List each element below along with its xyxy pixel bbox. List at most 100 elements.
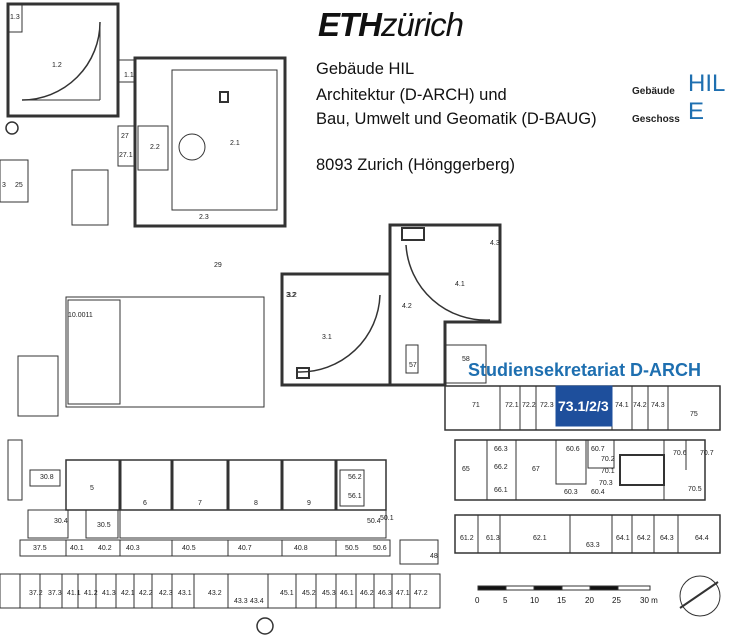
eth-logo: ETHzürich — [318, 6, 464, 43]
room-label: 70.7 — [700, 450, 714, 457]
room-label: 43.3 — [234, 598, 248, 605]
room-label: 1.3 — [10, 14, 20, 21]
room-label: 3.2 — [287, 292, 297, 299]
room-label: 40.5 — [182, 545, 196, 552]
wall-block-2 — [133, 56, 287, 228]
room-label: 74.1 — [615, 402, 629, 409]
room-label: 70.3 — [599, 480, 613, 487]
room-label: 56.2 — [348, 474, 362, 481]
room-label: 43.1 — [178, 590, 192, 597]
room-label: 46.3 — [378, 590, 392, 597]
room-label: 61.2 — [460, 535, 474, 542]
room-label: 43.2 — [208, 590, 222, 597]
room-label: 50.1 — [380, 515, 394, 522]
room-label: 45.1 — [280, 590, 294, 597]
room-label: 45.3 — [322, 590, 336, 597]
wall-bottom-row — [0, 573, 441, 609]
room-label: 64.2 — [637, 535, 651, 542]
highlight-room — [555, 385, 613, 427]
scale-tick-label: 15 — [557, 596, 566, 605]
room-label: 2.3 — [199, 214, 209, 221]
room-label: 62.1 — [533, 535, 547, 542]
room-label: 1.2 — [52, 62, 62, 69]
room-label: 9 — [307, 500, 311, 507]
room-label: 30.4 — [54, 518, 68, 525]
room-label: 2.2 — [150, 144, 160, 151]
room-label: 64.4 — [695, 535, 709, 542]
room-label: 40.7 — [238, 545, 252, 552]
header-line-2: Architektur (D-ARCH) und — [316, 86, 507, 104]
room-label: 66.1 — [494, 487, 508, 494]
room-label: 50.6 — [373, 545, 387, 552]
room-label: 58 — [462, 356, 470, 363]
room-label: 67 — [532, 466, 540, 473]
room-label: 10.0011 — [68, 312, 93, 319]
room-label: 66.3 — [494, 446, 508, 453]
room-label: 72.1 — [505, 402, 519, 409]
room-label: 45.2 — [302, 590, 316, 597]
north-arrow — [679, 575, 721, 617]
room-label: 3 — [2, 182, 6, 189]
room-label: 50.5 — [345, 545, 359, 552]
room-label: 3.2 — [286, 292, 296, 299]
room-label: 30.5 — [97, 522, 111, 529]
room-label: 61.3 — [486, 535, 500, 542]
room-label: 46.1 — [340, 590, 354, 597]
room-label: 37.2 — [29, 590, 43, 597]
scale-tick-label: 10 — [530, 596, 539, 605]
floor-label: Geschoss — [632, 114, 680, 125]
room-label: 8 — [254, 500, 258, 507]
highlight-room-label: 73.1/2/3 — [558, 398, 609, 414]
scale-tick-label: 30 m — [640, 596, 658, 605]
room-label: 3.1 — [322, 334, 332, 341]
room-label: 72.2 — [522, 402, 536, 409]
room-label: 64.3 — [660, 535, 674, 542]
office-name: Studiensekretariat D-ARCH — [468, 360, 702, 380]
wall-east-middle — [454, 439, 706, 501]
scale-tick-label: 0 — [475, 596, 480, 605]
wall-south-block — [65, 459, 387, 511]
room-label: 41.2 — [84, 590, 98, 597]
room-label: 37.3 — [48, 590, 62, 597]
room-label: 64.1 — [616, 535, 630, 542]
room-label: 37.5 — [33, 545, 47, 552]
room-label: 40.2 — [98, 545, 112, 552]
room-label: 43.4 — [250, 598, 264, 605]
building-value: HIL — [688, 70, 726, 97]
scale-tick-label: 5 — [503, 596, 508, 605]
room-label: 47.1 — [396, 590, 410, 597]
room-label: 42.3 — [159, 590, 173, 597]
room-label: 29 — [214, 262, 222, 269]
room-label: 71 — [472, 402, 480, 409]
room-label: 50.4 — [367, 518, 381, 525]
room-label: 27 — [121, 133, 129, 140]
room-label: 70.5 — [688, 486, 702, 493]
room-label: 57 — [409, 362, 417, 369]
room-label: 47.2 — [414, 590, 428, 597]
room-label: 40.8 — [294, 545, 308, 552]
header-line-1: Gebäude HIL — [316, 60, 415, 78]
room-label: 60.3 — [564, 489, 578, 496]
room-label: 74.2 — [633, 402, 647, 409]
scale-tick-label: 20 — [585, 596, 594, 605]
room-label: 5 — [90, 485, 94, 492]
room-label: 75 — [690, 411, 698, 418]
room-label: 70.6 — [673, 450, 687, 457]
room-label: 60.7 — [591, 446, 605, 453]
room-label: 40.3 — [126, 545, 140, 552]
room-label: 4.2 — [402, 303, 412, 310]
building-label: Gebäude — [632, 86, 675, 97]
room-label: 60.6 — [566, 446, 580, 453]
room-label: 1.1 — [124, 72, 134, 79]
header-line-4: 8093 Zurich (Hönggerberg) — [316, 156, 516, 174]
room-label: 66.2 — [494, 464, 508, 471]
room-label: 27.1 — [119, 152, 133, 159]
floor-value: E — [688, 98, 705, 125]
room-label: 70.2 — [601, 456, 615, 463]
room-label: 42.1 — [121, 590, 135, 597]
room-label: 63.3 — [586, 542, 600, 549]
room-label: 41.1 — [67, 590, 81, 597]
wall-tower-4 — [388, 223, 502, 387]
room-label: 41.3 — [102, 590, 116, 597]
